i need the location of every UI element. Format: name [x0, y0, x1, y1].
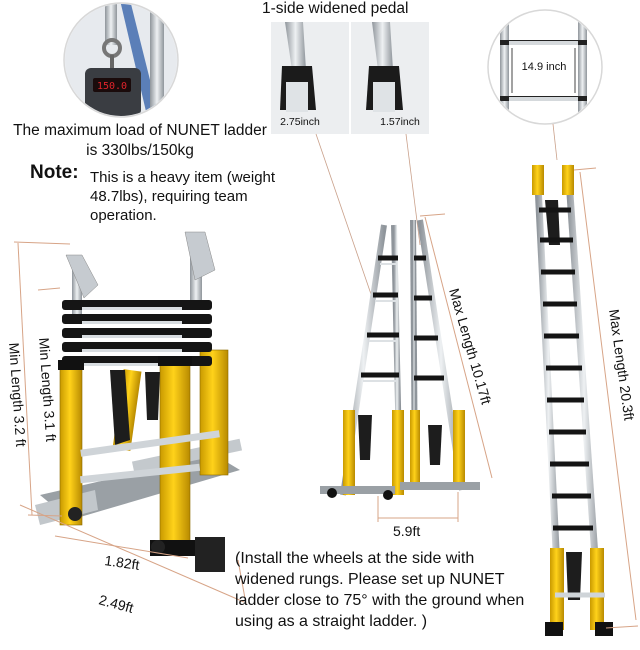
straight-dimension-lines: [573, 167, 639, 629]
install-note: (Install the wheels at the side with wid…: [235, 550, 525, 630]
width-2-49-label: 2.49ft: [97, 591, 135, 616]
straight-ladder-rungs: [539, 207, 593, 531]
pedal-right-size: 1.57inch: [380, 116, 420, 128]
pedal-detail-photos: 2.75inch 1.57inch: [271, 22, 429, 134]
max-load-text: The maximum load of NUNET ladder is 330l…: [13, 122, 267, 159]
a-frame-ladder: [320, 219, 480, 500]
straight-max-length-label: Max Length 20.3ft: [606, 308, 637, 421]
straight-ladder: [532, 164, 613, 636]
a-frame-dimension-lines: [377, 213, 493, 522]
note-label: Note:: [30, 162, 79, 183]
min-length-3-2-label: Min Length 3.2 ft: [6, 342, 29, 447]
a-frame-max-length-label: Max Length 10.17ft: [446, 286, 494, 406]
folded-dimension-lines: [13, 241, 247, 605]
min-length-3-1-label: Min Length 3.1 ft: [36, 337, 59, 442]
leader-lines: [315, 123, 558, 301]
pedal-title: 1-side widened pedal: [262, 0, 409, 17]
pedal-left-size: 2.75inch: [280, 116, 320, 128]
rung-width-label: 14.9 inch: [522, 61, 567, 73]
rung-width-photo: 14.9 inch: [487, 9, 603, 125]
note-text: This is a heavy item (weight 48.7lbs), r…: [90, 169, 276, 224]
load-scale-photo: 150.0: [63, 2, 179, 118]
a-frame-base-label: 5.9ft: [393, 523, 420, 539]
width-1-82-label: 1.82ft: [104, 552, 141, 573]
folded-ladder: [35, 231, 243, 572]
scale-display-reading: 150.0: [97, 81, 127, 92]
